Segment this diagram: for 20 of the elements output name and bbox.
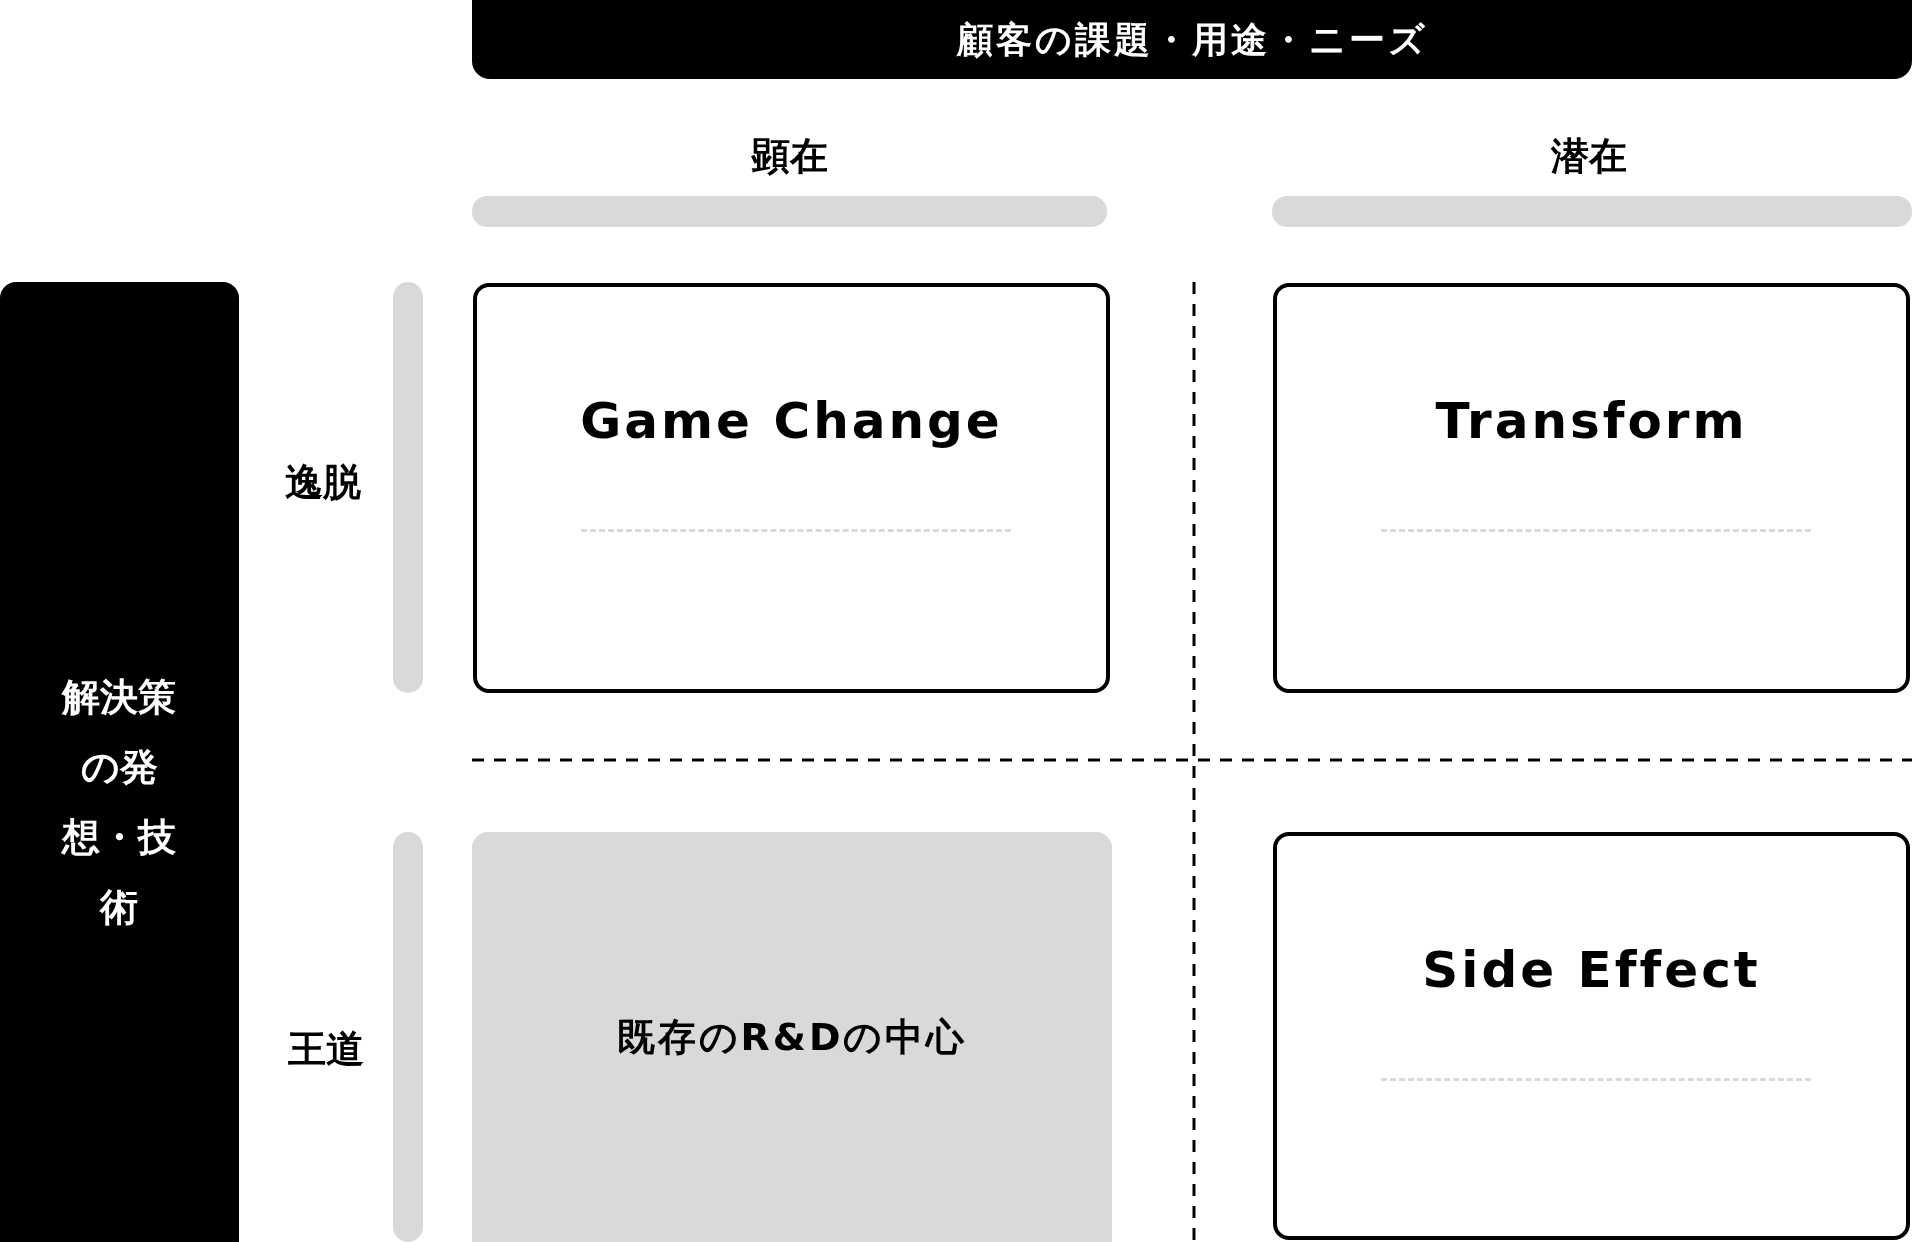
scale-bar [472,196,1107,227]
quadrant-title: Transform [1434,392,1749,450]
quadrant-title: Side Effect [1421,941,1762,999]
quadrant-box [472,832,1112,1242]
scale-bar [393,282,423,693]
axis-title: 顧客の課題・用途・ニーズ [955,17,1429,61]
axis-title: 解決策の発想・技術 [60,674,177,931]
axis-bar [0,282,239,1242]
quadrant-title: 既存のR&Dの中心 [615,1013,969,1061]
axis-label: 顕在 [750,133,829,180]
axis-label: 逸脱 [284,459,362,506]
scale-bar [1272,196,1912,227]
quadrant-box [1273,283,1910,693]
header-bar [472,0,1912,79]
axis-label: 王道 [287,1026,365,1073]
quadrant-box [473,283,1110,693]
quadrant-box [1273,832,1910,1240]
axis-label: 潜在 [1550,133,1628,180]
quadrant-title: Game Change [579,392,1004,450]
scale-bar [393,832,423,1242]
